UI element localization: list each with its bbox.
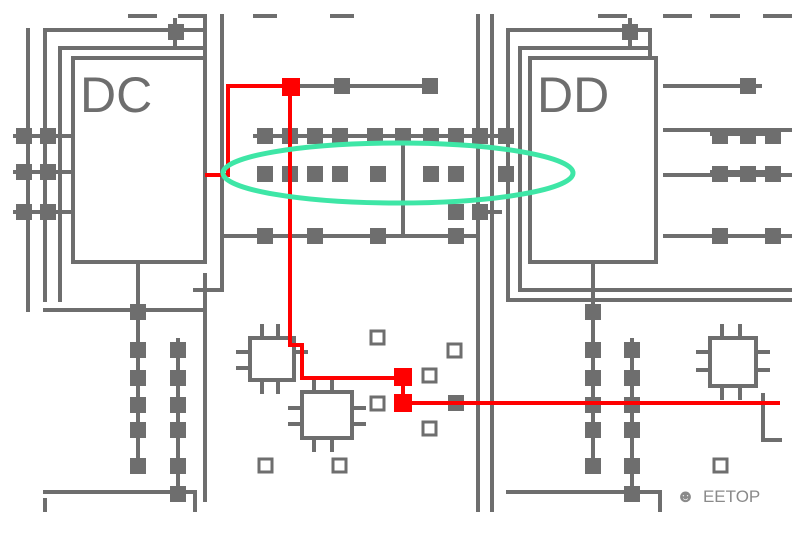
bus-highlight-ellipse: [220, 140, 576, 206]
highlighted-net-vias: [282, 78, 412, 412]
std-cell-right: [696, 324, 770, 400]
highlighted-net: [205, 84, 780, 405]
std-cell-left: [236, 324, 308, 394]
dd-block-label: DD: [537, 67, 609, 123]
std-cell-mid: [288, 378, 366, 452]
dc-block-label: DC: [80, 67, 152, 123]
wechat-icon: ☻: [676, 486, 695, 506]
hollow-vias: [257, 329, 729, 474]
dc-block: [71, 56, 207, 264]
watermark-text: EETOP: [702, 486, 761, 506]
filled-pins: [16, 24, 781, 502]
watermark: ☻ EETOP: [676, 486, 760, 507]
